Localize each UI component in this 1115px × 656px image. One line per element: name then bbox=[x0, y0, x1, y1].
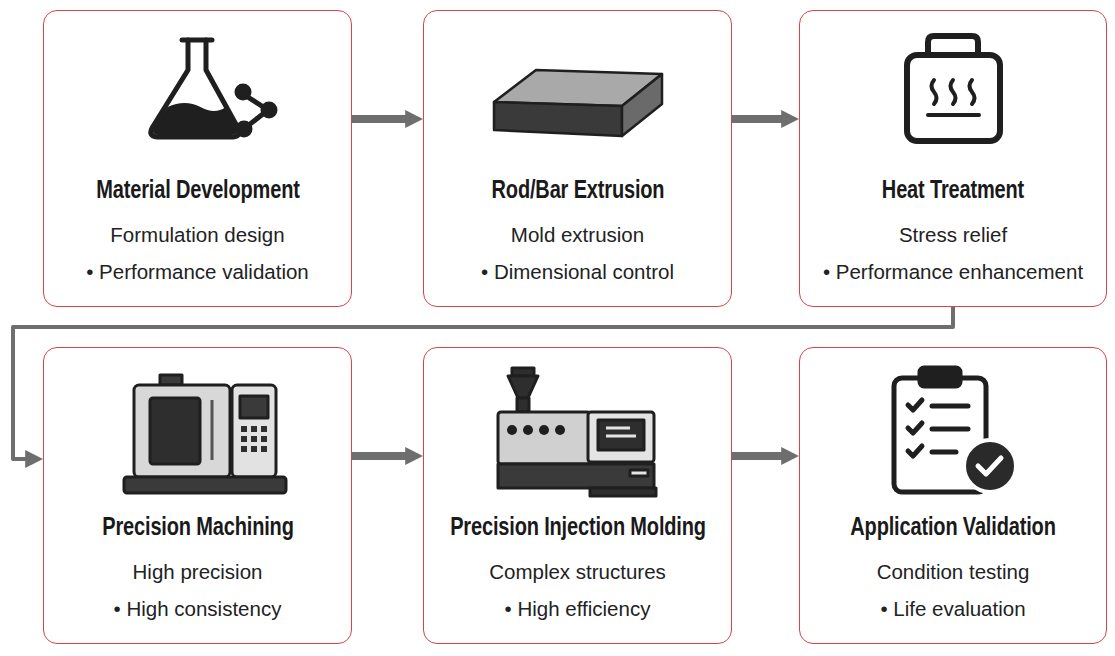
step-detail: Stress relief bbox=[899, 223, 1007, 247]
step-detail: Formulation design bbox=[110, 223, 284, 247]
step-detail: Complex structures bbox=[489, 560, 666, 584]
step-detail: Mold extrusion bbox=[511, 223, 644, 247]
step-title: Rod/Bar Extrusion bbox=[491, 175, 664, 204]
step-bullet: • Performance enhancement bbox=[823, 260, 1083, 284]
process-box: Heat TreatmentStress relief • Performance… bbox=[799, 10, 1107, 307]
flow-arrow bbox=[732, 452, 783, 460]
flow-arrow bbox=[13, 307, 953, 459]
process-box: Precision MachiningHigh precision • High … bbox=[43, 347, 352, 644]
process-box: Precision Injection MoldingComplex struc… bbox=[423, 347, 732, 644]
step-detail: High precision bbox=[133, 560, 263, 584]
step-bullet: • Dimensional control bbox=[481, 260, 674, 284]
flow-arrow bbox=[352, 115, 407, 123]
step-title: Precision Injection Molding bbox=[450, 512, 706, 541]
process-box: Application ValidationCondition testing •… bbox=[799, 347, 1107, 644]
step-bullet: • High efficiency bbox=[505, 597, 651, 621]
step-bullet: • High consistency bbox=[114, 597, 282, 621]
flow-arrow bbox=[352, 452, 407, 460]
process-box: Rod/Bar ExtrusionMold extrusion • Dimensi… bbox=[423, 10, 732, 307]
step-title: Application Validation bbox=[850, 512, 1055, 541]
step-title: Precision Machining bbox=[102, 512, 293, 541]
step-bullet: • Performance validation bbox=[86, 260, 309, 284]
step-detail: Condition testing bbox=[877, 560, 1030, 584]
step-title: Material Development bbox=[96, 175, 300, 204]
process-box: Material DevelopmentFormulation design • … bbox=[43, 10, 352, 307]
step-title: Heat Treatment bbox=[882, 175, 1024, 204]
step-bullet: • Life evaluation bbox=[880, 597, 1025, 621]
flow-arrow bbox=[732, 115, 783, 123]
